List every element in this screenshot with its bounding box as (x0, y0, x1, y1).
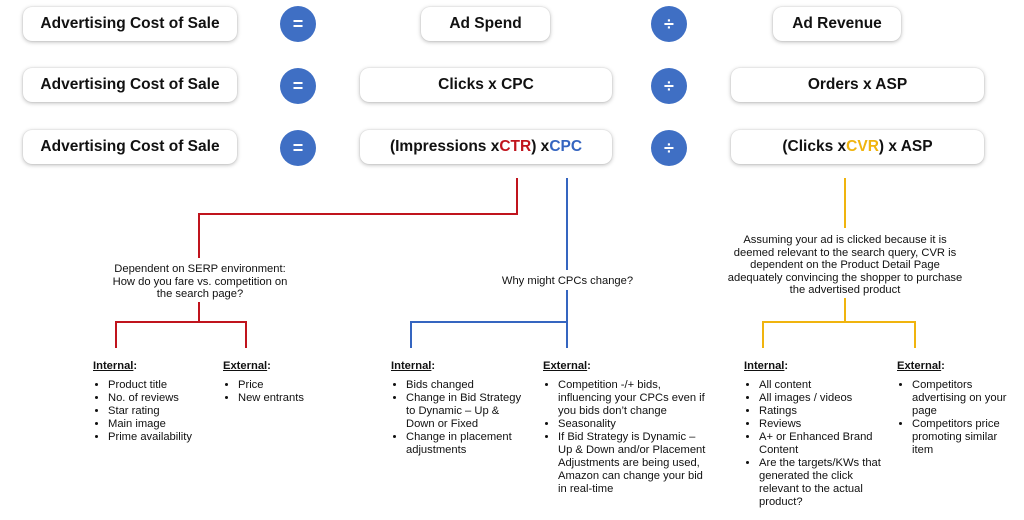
list-item: If Bid Strategy is Dynamic – Up & Down a… (558, 431, 708, 496)
list-item: Ratings (759, 405, 884, 418)
factor-list: Product title No. of reviews Star rating… (93, 379, 213, 444)
ctr-note: Dependent on SERP environment: How do yo… (112, 263, 288, 301)
formula-ad-revenue: Ad Revenue (773, 7, 901, 41)
formula-clicks-cpc: Clicks x CPC (360, 68, 612, 102)
equals-icon: = (280, 6, 316, 42)
list-item: Competitors price promoting similar item (912, 418, 1017, 457)
column-heading-label: External (223, 360, 268, 372)
list-item: No. of reviews (108, 392, 213, 405)
list-item: All images / videos (759, 392, 884, 405)
column-heading: External: (543, 360, 591, 372)
cvr-internal-column: Internal: All content All images / video… (744, 360, 884, 509)
factor-list: Bids changed Change in Bid Strategy to D… (391, 379, 526, 457)
list-item: Change in placement adjustments (406, 431, 526, 457)
factor-list: Competitors advertising on your page Com… (897, 379, 1017, 457)
list-item: Competition -/+ bids, influencing your C… (558, 379, 708, 418)
ctr-connector (198, 178, 518, 258)
column-heading-label: External (543, 360, 588, 372)
ctr-external-column: External: Price New entrants (223, 360, 333, 405)
formula-clicks-cvr-asp: (Clicks x CVR) x ASP (731, 130, 984, 164)
list-item: Product title (108, 379, 213, 392)
cpc-internal-column: Internal: Bids changed Change in Bid Str… (391, 360, 526, 457)
formula-acos-label-2: Advertising Cost of Sale (23, 68, 237, 102)
list-item: All content (759, 379, 884, 392)
formula-acos-label-3: Advertising Cost of Sale (23, 130, 237, 164)
list-item: Reviews (759, 418, 884, 431)
cpc-note: Why might CPCs change? (480, 275, 655, 288)
formula-text: ) x ASP (878, 138, 933, 155)
formula-text: (Clicks x (782, 138, 847, 155)
formula-text: (Impressions x (389, 138, 500, 155)
list-item: A+ or Enhanced Brand Content (759, 431, 884, 457)
column-heading: Internal: (391, 360, 436, 372)
ctr-term: CTR (499, 138, 532, 155)
cpc-term: CPC (549, 138, 583, 155)
formula-impressions-ctr-cpc: (Impressions x CTR) x CPC (360, 130, 612, 164)
column-heading-label: Internal (93, 360, 134, 372)
ctr-internal-column: Internal: Product title No. of reviews S… (93, 360, 213, 444)
equals-icon: = (280, 130, 316, 166)
factor-list: Competition -/+ bids, influencing your C… (543, 379, 708, 496)
cpc-external-column: External: Competition -/+ bids, influenc… (543, 360, 708, 496)
column-heading: External: (897, 360, 945, 372)
divide-icon: ÷ (651, 6, 687, 42)
column-heading-label: External (897, 360, 942, 372)
column-heading-label: Internal (391, 360, 432, 372)
list-item: Are the targets/KWs that generated the c… (759, 457, 884, 509)
equals-icon: = (280, 68, 316, 104)
list-item: Bids changed (406, 379, 526, 392)
cpc-connector (410, 321, 568, 348)
cvr-term: CVR (846, 138, 879, 155)
list-item: Seasonality (558, 418, 708, 431)
ctr-connector (115, 321, 247, 348)
list-item: Main image (108, 418, 213, 431)
list-item: Competitors advertising on your page (912, 379, 1017, 418)
cvr-external-column: External: Competitors advertising on you… (897, 360, 1017, 457)
list-item: Change in Bid Strategy to Dynamic – Up &… (406, 392, 526, 431)
list-item: Price (238, 379, 333, 392)
cvr-note: Assuming your ad is clicked because it i… (727, 234, 963, 297)
formula-text: ) x (531, 138, 550, 155)
column-heading: External: (223, 360, 271, 372)
list-item: Star rating (108, 405, 213, 418)
list-item: New entrants (238, 392, 333, 405)
divide-icon: ÷ (651, 130, 687, 166)
formula-acos-label-1: Advertising Cost of Sale (23, 7, 237, 41)
column-heading: Internal: (93, 360, 138, 372)
column-heading: Internal: (744, 360, 789, 372)
divide-icon: ÷ (651, 68, 687, 104)
formula-ad-spend: Ad Spend (421, 7, 550, 41)
factor-list: Price New entrants (223, 379, 333, 405)
list-item: Prime availability (108, 431, 213, 444)
column-heading-label: Internal (744, 360, 785, 372)
factor-list: All content All images / videos Ratings … (744, 379, 884, 509)
formula-orders-asp: Orders x ASP (731, 68, 984, 102)
cvr-connector (762, 321, 916, 348)
